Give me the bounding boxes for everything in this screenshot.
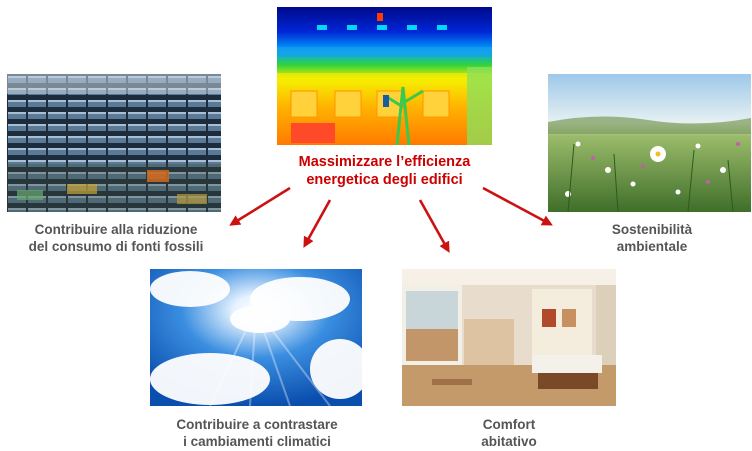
node-caption-climate: Contribuire a contrastare i cambiamenti … — [141, 416, 373, 450]
node-caption-climate-line1: Contribuire a contrastare — [176, 417, 338, 432]
meadow-image — [548, 74, 751, 212]
arrow-to-fossil — [229, 186, 291, 226]
node-caption-climate-line2: i cambiamenti climatici — [183, 434, 331, 449]
arrow-to-sustainability — [482, 186, 553, 226]
thermal-building-image — [277, 7, 492, 145]
center-caption-line1: Massimizzare l’efficienza — [298, 154, 471, 170]
node-caption-fossil: Contribuire alla riduzione del consumo d… — [0, 221, 232, 255]
living-room-image — [402, 269, 616, 406]
arrow-to-climate — [303, 199, 332, 248]
node-caption-comfort-line2: abitativo — [481, 434, 537, 449]
arrow-to-comfort — [418, 199, 450, 253]
node-caption-sustainability-line2: ambientale — [616, 239, 688, 254]
node-caption-comfort: Comfort abitativo — [450, 416, 568, 450]
center-caption: Massimizzare l’efficienza energetica deg… — [262, 153, 507, 189]
node-caption-fossil-line2: del consumo di fonti fossili — [28, 239, 204, 254]
node-caption-sustainability: Sostenibilità ambientale — [588, 221, 716, 255]
center-caption-line2: energetica degli edifici — [306, 172, 463, 188]
solar-panels-image — [7, 74, 221, 212]
node-caption-fossil-line1: Contribuire alla riduzione — [34, 222, 198, 237]
node-caption-sustainability-line1: Sostenibilità — [611, 222, 693, 237]
node-caption-comfort-line1: Comfort — [482, 417, 536, 432]
sky-clouds-image — [150, 269, 362, 406]
